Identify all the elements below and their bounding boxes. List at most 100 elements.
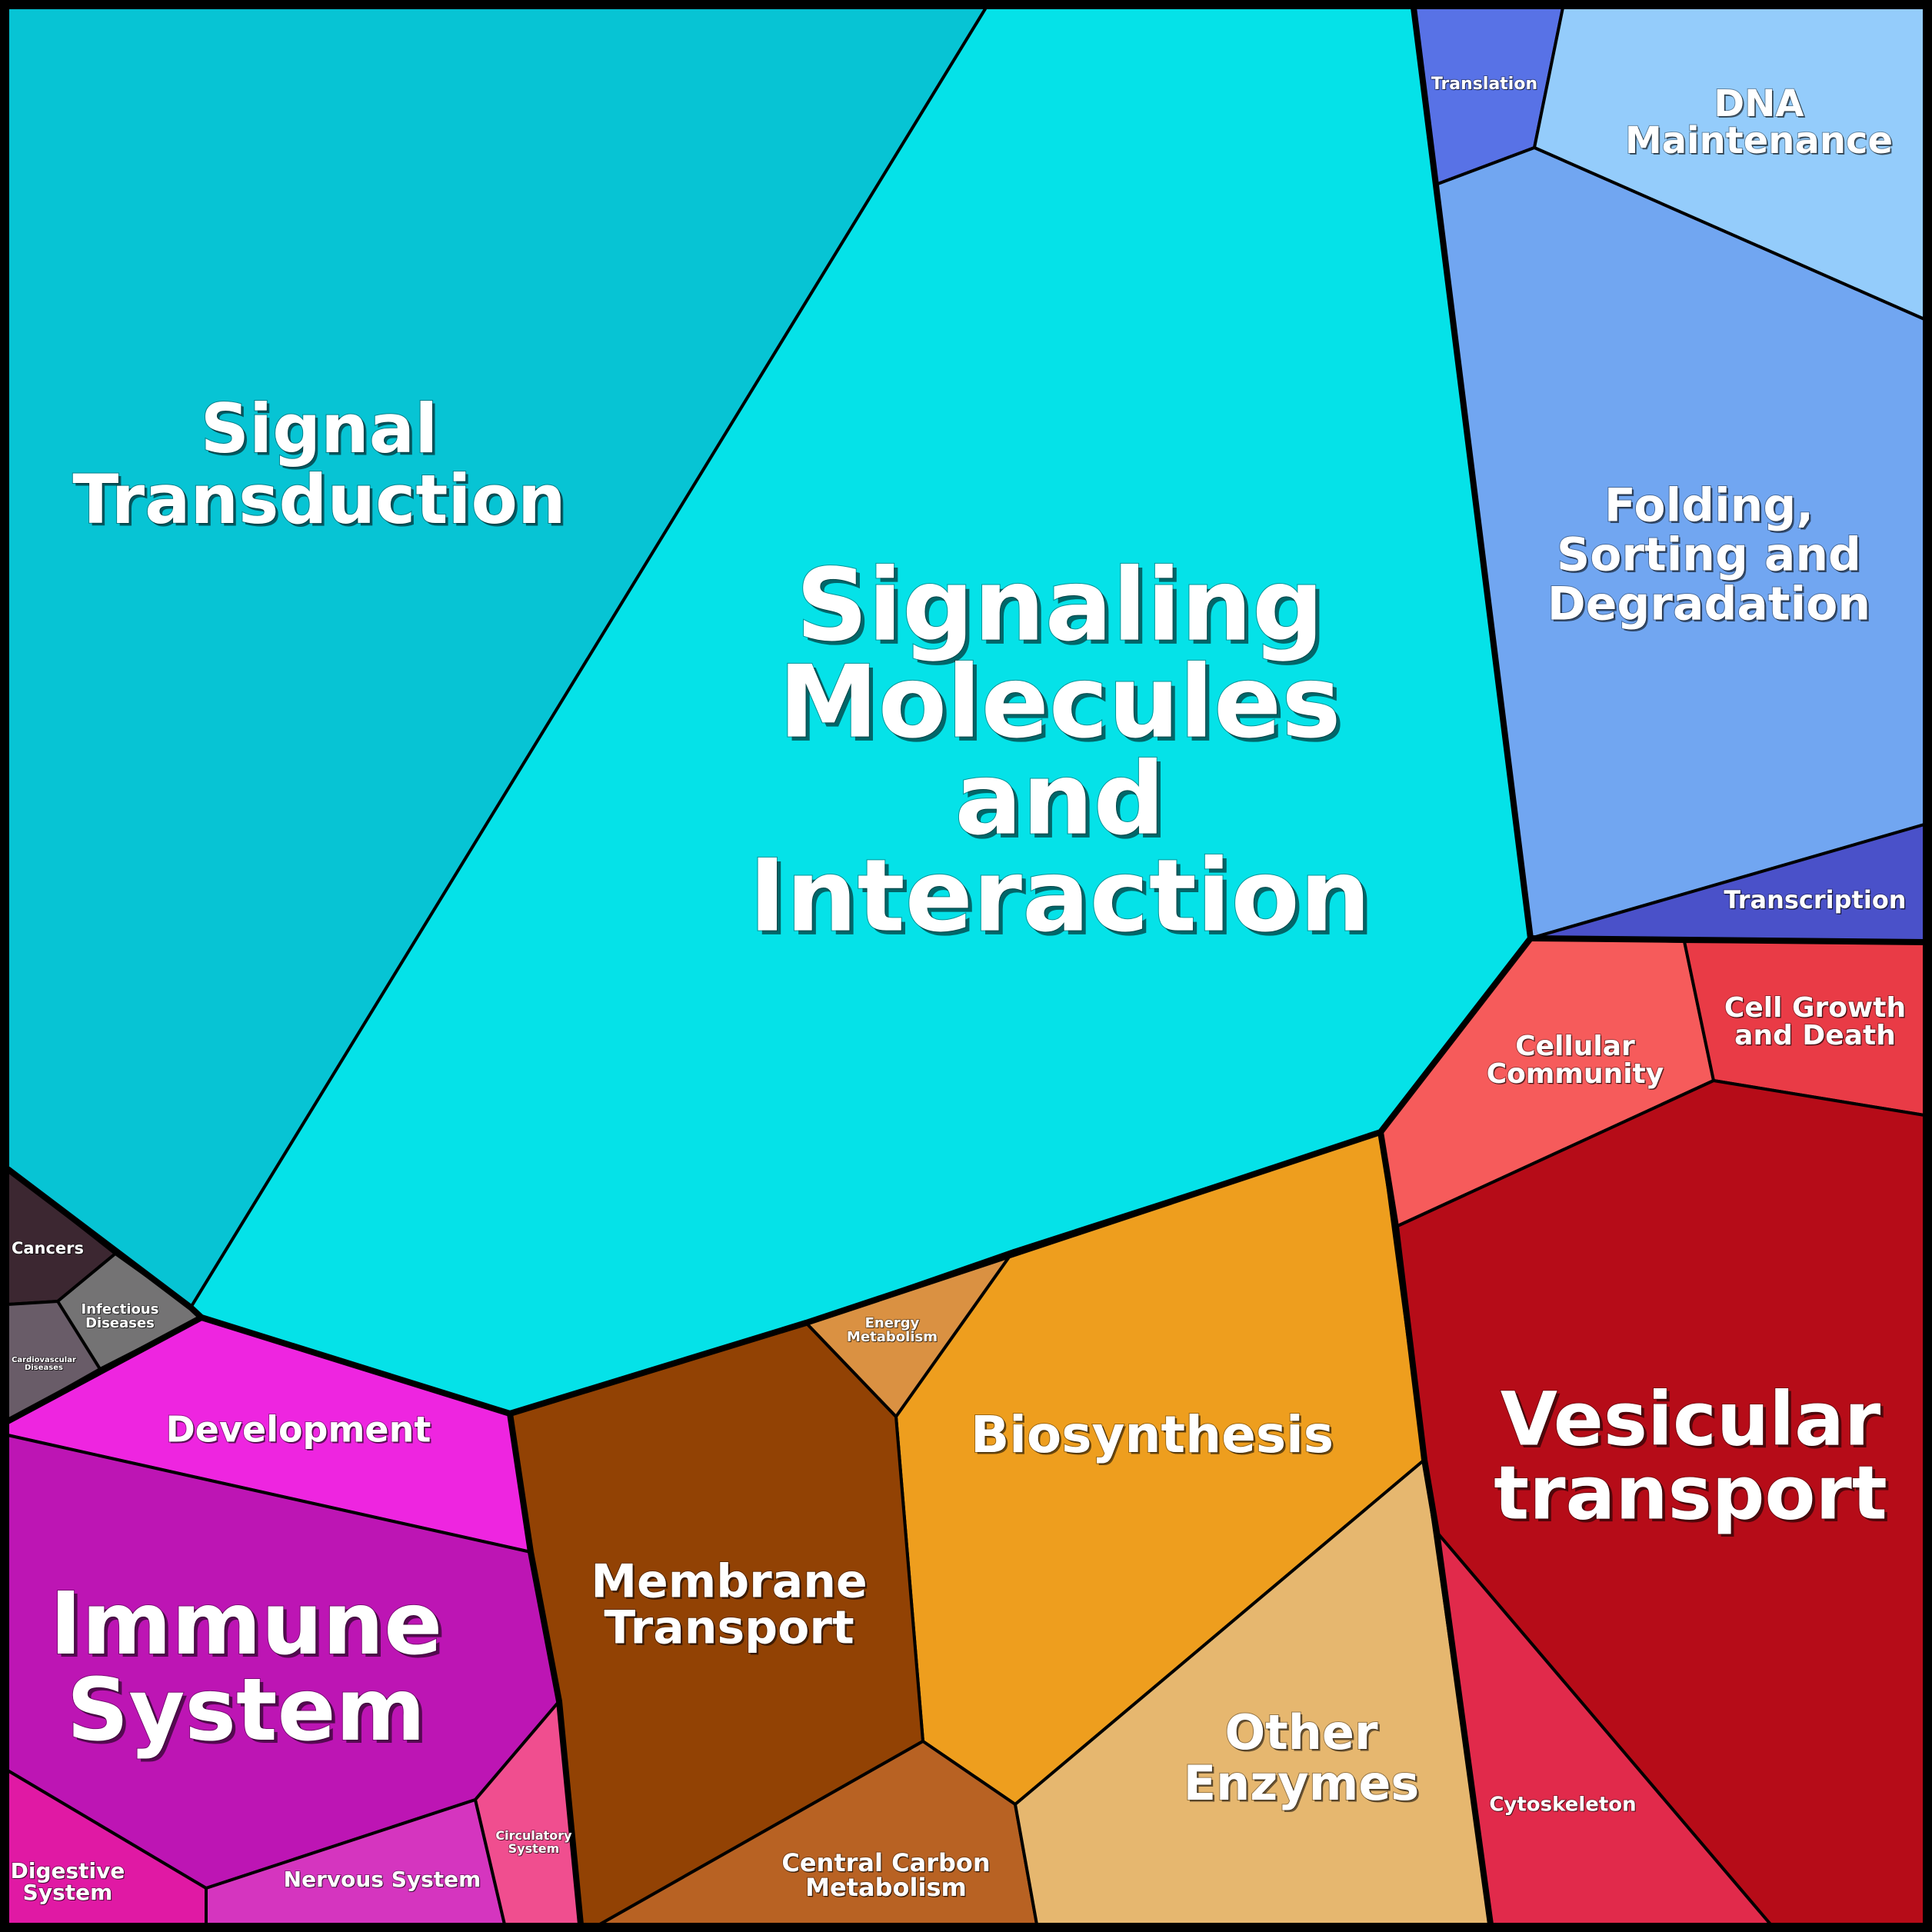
label-text: Metabolism [847, 1329, 938, 1345]
label-shadow: Development [167, 1410, 432, 1451]
label-shadow: Immune [53, 1577, 446, 1677]
cells-layer [6, 6, 1926, 1926]
label-shadow: Diseases [25, 1364, 64, 1373]
label-text: Diseases [85, 1315, 155, 1331]
label-shadow: System [70, 1664, 429, 1764]
label-shadow: Cellular [1517, 1031, 1637, 1063]
label-text: Metabolism [805, 1873, 967, 1902]
label-text: Infectious [82, 1301, 159, 1317]
label-shadow: Nervous System [285, 1867, 482, 1893]
label-text: Nervous System [284, 1867, 481, 1892]
label-text: Folding, [1604, 479, 1814, 533]
label-text: Diseases [25, 1364, 63, 1372]
label-text: Other [1224, 1704, 1378, 1760]
label-text: Community [1487, 1058, 1664, 1090]
label-text: Cellular [1515, 1031, 1635, 1062]
label-text: Cancers [12, 1239, 84, 1257]
label-text: Immune [50, 1574, 443, 1674]
label-shadow: transport [1497, 1453, 1890, 1539]
group-border [5, 1166, 205, 1424]
label-text: Cytoskeleton [1489, 1794, 1636, 1817]
label-shadow: Transport [606, 1603, 856, 1657]
label-shadow: Degradation [1549, 579, 1872, 633]
label-shadow: and Death [1736, 1021, 1897, 1052]
label-shadow: Maintenance [1627, 121, 1894, 164]
label-shadow: Signal [203, 391, 441, 471]
label-shadow: Sorting and [1558, 530, 1863, 584]
label-text: transport [1494, 1450, 1887, 1536]
label-text: System [23, 1880, 113, 1905]
label-text: Digestive [11, 1858, 125, 1884]
label-shadow: Translation [1432, 75, 1538, 95]
label-text: and [954, 741, 1164, 858]
label-shadow: Circulatory [496, 1829, 573, 1844]
group-border [1530, 935, 1925, 945]
label-text: DNA [1714, 82, 1804, 125]
group-border [1377, 1131, 1494, 1925]
label-text: Interaction [749, 838, 1371, 954]
label-text: System [67, 1661, 426, 1760]
label-text: Cell Growth [1724, 992, 1906, 1024]
label-shadow: Community [1487, 1059, 1664, 1091]
label-shadow: Central Carbon [783, 1849, 991, 1878]
label-text: Transport [604, 1601, 854, 1655]
label-text: Transduction [72, 460, 565, 539]
label-signaling-molecules: SignalingSignalingMoleculesMoleculesanda… [748, 546, 1375, 958]
label-shadow: Vesicular [1504, 1379, 1884, 1465]
label-shadow: Molecules [783, 648, 1345, 764]
label-shadow: and [959, 744, 1169, 861]
label-shadow: System [509, 1842, 561, 1857]
label-shadow: Enzymes [1185, 1757, 1421, 1814]
label-text: Translation [1431, 75, 1537, 94]
label-shadow: Infectious [82, 1302, 160, 1318]
label-text: Energy [865, 1315, 920, 1331]
label-text: and Death [1734, 1020, 1896, 1051]
label-text: Signal [201, 389, 438, 468]
label-shadow: Interaction [753, 841, 1375, 958]
label-shadow: Transduction [75, 462, 568, 541]
label-cardiovascular-diseases: CardiovascularCardiovascularDiseasesDise… [11, 1355, 77, 1373]
group-border [200, 7, 1534, 1417]
label-text: Cardiovascular [12, 1356, 76, 1364]
group-borders-layer [5, 7, 1925, 1925]
label-text: Circulatory [495, 1828, 572, 1843]
label-text: Vesicular [1501, 1376, 1881, 1462]
label-shadow: Cytoskeleton [1490, 1794, 1637, 1817]
label-text: Degradation [1547, 578, 1870, 631]
label-shadow: Transcription [1725, 886, 1907, 915]
label-text: Biosynthesis [971, 1405, 1334, 1464]
label-text: Sorting and [1557, 528, 1861, 582]
label-text: Maintenance [1625, 119, 1893, 162]
label-shadow: Biosynthesis [973, 1407, 1336, 1467]
label-shadow: Energy [866, 1316, 921, 1332]
group-border [507, 1413, 584, 1925]
label-shadow: DNA [1715, 84, 1805, 127]
label-shadow: System [24, 1880, 114, 1906]
label-shadow: Cell Growth [1725, 993, 1907, 1024]
label-shadow: Cardiovascular [12, 1357, 77, 1365]
label-shadow: Folding, [1606, 481, 1815, 535]
label-text: Central Carbon [781, 1848, 990, 1877]
label-shadow: Diseases [86, 1316, 155, 1332]
labels-layer: SignalSignalTransductionTransductionSign… [10, 74, 1907, 1906]
